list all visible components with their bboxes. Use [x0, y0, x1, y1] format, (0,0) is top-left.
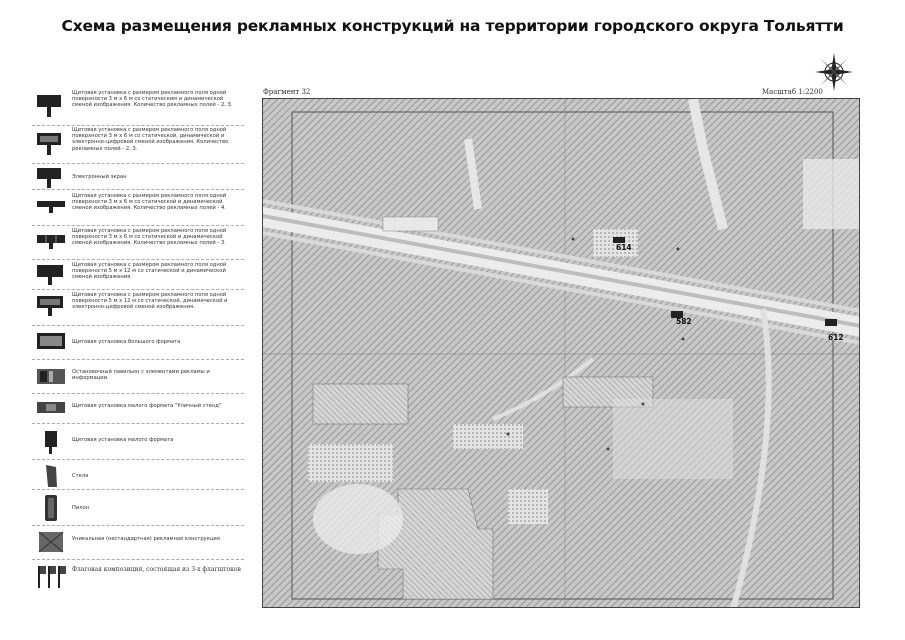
page-title: Схема размещения рекламных конструкций н…	[61, 17, 844, 35]
billboard-5x12-digital-icon	[37, 296, 63, 316]
legend-item: Щитовая установка большого формата	[32, 326, 244, 360]
legend-item-text: Электронный экран	[72, 174, 127, 180]
map-marker-label[interactable]: 612	[828, 333, 844, 342]
billboard-3x6-digital-icon	[37, 133, 61, 155]
legend-item-text: Щитовая установка с размером рекламного …	[72, 292, 228, 311]
billboard-3x6-icon	[37, 95, 61, 117]
legend-item: Флаговая композиция, состоящая из 3-х фл…	[32, 560, 244, 592]
map-marker-614-icon	[613, 237, 625, 243]
scale-label: Масштаб 1:2200	[762, 88, 823, 96]
billboard-3x6-four-icon	[37, 201, 65, 213]
legend-item: Щитовая установка малого формата	[32, 424, 244, 460]
legend-item: Стела	[32, 460, 244, 490]
legend-item-text: Щитовая установка с размером рекламного …	[72, 127, 229, 152]
map-marker-612-icon	[825, 319, 837, 326]
unique-structure-icon	[38, 531, 64, 553]
map-marker-label[interactable]: 582	[676, 317, 692, 326]
legend-item-text: Стела	[72, 473, 89, 479]
legend-item: Щитовая установка с размером рекламного …	[32, 190, 244, 226]
large-billboard-icon	[37, 333, 65, 349]
legend-item: Щитовая установка с размером рекламного …	[32, 226, 244, 260]
legend-item-text: Щитовая установка малого формата "Уличны…	[72, 403, 222, 409]
map-view[interactable]: 614 582 612	[262, 98, 860, 608]
legend-item: Пилон	[32, 490, 244, 526]
legend-item-text: Остановочный павильон с элементами рекла…	[72, 369, 210, 382]
small-billboard-icon	[45, 431, 57, 454]
billboard-3x6-three-icon	[37, 235, 65, 249]
legend-item: Щитовая установка с размером рекламного …	[32, 126, 244, 164]
bus-stop-pavilion-icon	[37, 369, 65, 384]
legend-item-text: Щитовая установка малого формата	[72, 437, 174, 443]
billboard-5x12-icon	[37, 265, 63, 285]
legend-item-text: Щитовая установка с размером рекламного …	[72, 90, 233, 109]
legend: Щитовая установка с размером рекламного …	[32, 88, 244, 592]
legend-item: Остановочный павильон с элементами рекла…	[32, 360, 244, 394]
fragment-label: Фрагмент 32	[263, 88, 311, 96]
map-canvas	[263, 99, 859, 607]
legend-item: Уникальная (нестандартная) рекламная кон…	[32, 526, 244, 560]
legend-item: Электронный экран	[32, 164, 244, 190]
legend-item-text: Щитовая установка с размером рекламного …	[72, 228, 227, 247]
flag-composition-icon	[38, 566, 66, 588]
stele-icon	[46, 465, 57, 487]
electronic-screen-icon	[37, 168, 61, 188]
compass-rose-icon	[814, 52, 854, 96]
legend-item: Щитовая установка с размером рекламного …	[32, 260, 244, 290]
legend-item: Щитовая установка малого формата "Уличны…	[32, 394, 244, 424]
legend-item-text: Уникальная (нестандартная) рекламная кон…	[72, 536, 220, 542]
legend-item: Щитовая установка с размером рекламного …	[32, 290, 244, 326]
legend-item-text: Щитовая установка с размером рекламного …	[72, 262, 227, 281]
legend-item-text: Щитовая установка большого формата	[72, 339, 181, 345]
map-marker-582-icon	[671, 311, 683, 318]
pylon-icon	[45, 495, 57, 521]
legend-item-text: Флаговая композиция, состоящая из 3-х фл…	[72, 566, 241, 573]
legend-item: Щитовая установка с размером рекламного …	[32, 88, 244, 126]
legend-item-text: Пилон	[72, 505, 90, 511]
map-marker-label[interactable]: 614	[616, 243, 632, 252]
legend-item-text: Щитовая установка с размером рекламного …	[72, 193, 227, 212]
small-billboard-stand-icon	[37, 402, 65, 413]
